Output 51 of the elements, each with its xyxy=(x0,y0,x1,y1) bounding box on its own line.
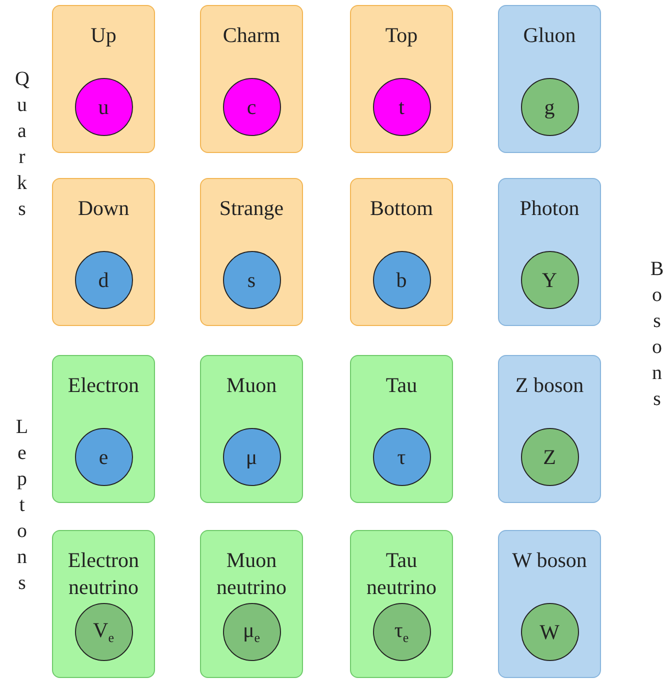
particle-symbol: e xyxy=(98,444,108,470)
particle-symbol: Y xyxy=(542,268,558,292)
particle-symbol: τ$_{e}$ xyxy=(394,618,409,646)
particle-name: Photon xyxy=(520,195,580,222)
particle-name: Up xyxy=(90,22,116,49)
particle-card xyxy=(52,355,155,503)
particle-symbol: b xyxy=(396,268,407,292)
group-label: Bosons xyxy=(650,257,664,412)
particle-symbol: μ$_{e}$ xyxy=(242,618,260,646)
particle-symbol: g xyxy=(544,94,555,120)
particle-name: Electron xyxy=(68,372,140,399)
particle-card xyxy=(52,178,155,326)
particle-card xyxy=(200,178,303,326)
particle-name: Z boson xyxy=(515,372,584,399)
particle-symbol: V$_{e}$ xyxy=(93,618,114,646)
particle-card xyxy=(350,355,453,503)
particle-symbol: t xyxy=(398,94,404,120)
particle-symbol: u xyxy=(98,94,109,120)
particle-symbol: s xyxy=(247,268,256,292)
particle-name: Tau xyxy=(386,372,418,399)
particle-symbol: μ xyxy=(246,444,258,470)
particle-symbol: c xyxy=(246,94,256,120)
particle-card xyxy=(200,5,303,153)
particle-card xyxy=(498,5,601,153)
particle-card xyxy=(498,355,601,503)
particle-symbol: Z xyxy=(543,444,556,470)
particle-name: W boson xyxy=(512,547,587,574)
particle-name: Top xyxy=(385,22,418,49)
particle-name: Muon xyxy=(226,372,277,399)
particle-name: Bottom xyxy=(370,195,433,222)
particle-card xyxy=(350,178,453,326)
group-label: Quarks xyxy=(15,67,29,222)
particle-name: Muon neutrino xyxy=(216,547,288,601)
particle-symbol: d xyxy=(98,268,109,292)
particle-card xyxy=(52,5,155,153)
group-label: Leptons xyxy=(15,415,29,596)
particle-name: Gluon xyxy=(523,22,576,49)
particle-card xyxy=(200,530,303,678)
particle-name: Down xyxy=(78,195,130,222)
particle-card xyxy=(498,530,601,678)
particle-name: Tau neutrino xyxy=(366,547,438,601)
particle-symbol: W xyxy=(540,620,560,644)
particle-card xyxy=(498,178,601,326)
particle-name: Charm xyxy=(222,22,280,49)
particle-card xyxy=(350,530,453,678)
particle-card xyxy=(52,530,155,678)
particle-name: Strange xyxy=(219,195,284,222)
particle-name: Electron neutrino xyxy=(66,547,140,601)
particle-card xyxy=(350,5,453,153)
particle-symbol: τ xyxy=(397,444,406,470)
particle-card xyxy=(200,355,303,503)
